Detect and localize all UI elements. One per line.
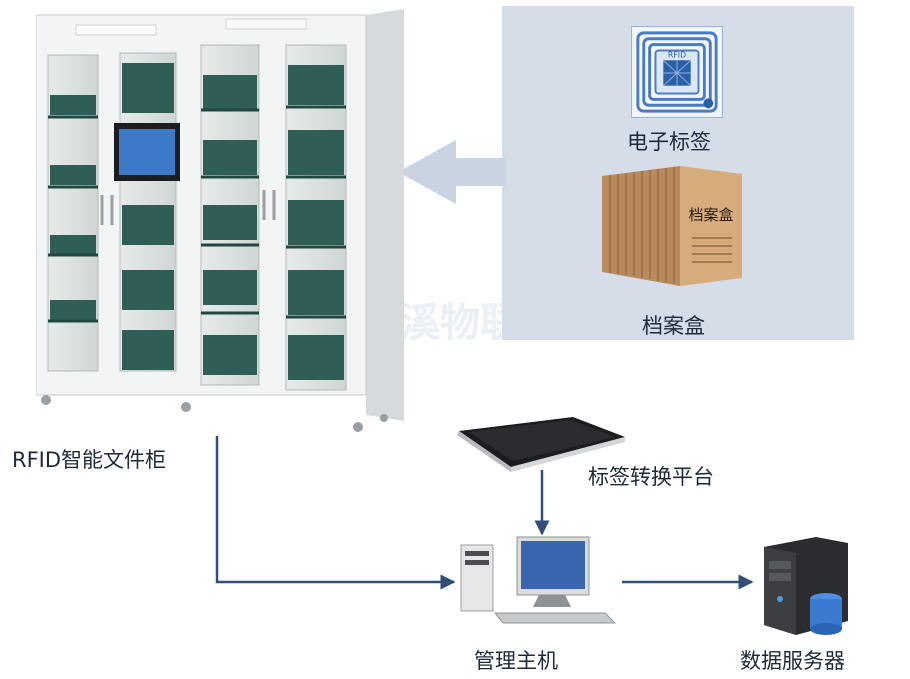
cabinet-to-host-arrow [215,436,456,590]
archive-box-label: 档案盒 [642,314,705,338]
conversion-platform-label: 标签转换平台 [588,465,714,489]
data-server-image [764,537,848,635]
conversion-platform-image [457,417,625,472]
archive-box-text: 档案盒 [688,206,733,224]
rfid-tag-label: 电子标签 [627,130,711,154]
host-label: 管理主机 [474,649,558,673]
management-host-image [460,536,617,624]
rfid-tag-text: RFID [668,50,686,59]
cabinet-label: RFID智能文件柜 [12,448,167,472]
server-label: 数据服务器 [740,649,845,673]
left-arrow [398,140,506,204]
archive-box-image: 档案盒 [602,166,742,286]
rfid-cabinet-image [36,9,404,432]
rfid-tag-image: RFID [631,26,723,118]
